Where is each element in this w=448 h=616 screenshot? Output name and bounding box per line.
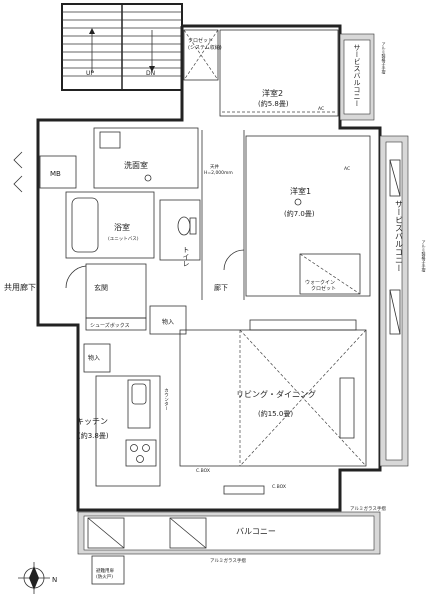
compass-north-label: N xyxy=(52,576,57,584)
ceiling-line2: H=2,000mm xyxy=(204,170,233,176)
room-western2: クロゼット (システム収納) 洋室2 (約5.8畳) xyxy=(183,29,339,117)
rail-glass-label-2: アルミガラス手摺 xyxy=(210,557,246,564)
balcony-label: バルコニー xyxy=(236,527,276,536)
ac-markers: AC AC xyxy=(318,106,350,172)
entrance-label: 玄関 xyxy=(94,283,108,292)
exterior-walls xyxy=(36,24,382,512)
closet-label-line1: クロゼット xyxy=(188,37,213,44)
compass: N xyxy=(18,562,57,594)
stairs-up-label: UP xyxy=(86,70,94,77)
western2-size: (約5.8畳) xyxy=(258,99,289,108)
walkin-line1: ウォークイン xyxy=(305,279,335,286)
stairwell: UP DN xyxy=(61,3,183,91)
emergency-line1: 避難用扉 xyxy=(96,567,114,574)
kitchen-size: (約3.8畳) xyxy=(78,431,109,440)
closet-label-line2: (システム収納) xyxy=(188,44,222,51)
kitchen-name: キッチン xyxy=(76,417,108,426)
washroom-label: 洗面室 xyxy=(124,160,148,170)
closet-label: クロゼット (システム収納) xyxy=(188,37,222,51)
shoebox-label: シューズボックス xyxy=(90,322,130,329)
storage: 物入 物入 xyxy=(83,305,187,373)
room-entrance: 玄関 シューズボックス xyxy=(65,263,147,331)
counter-label: カウンター xyxy=(164,388,169,411)
western1-name: 洋室1 xyxy=(290,186,311,196)
bath-label: 浴室 xyxy=(114,222,130,232)
hallway-label: 廊下 xyxy=(214,283,228,292)
cbox-label-2: C.BOX xyxy=(272,484,286,490)
rail-glass-label-1: アルミガラス手摺 xyxy=(350,505,386,512)
mb-label: MB xyxy=(50,170,61,178)
cbox-label-1: C.BOX xyxy=(196,468,210,474)
western2-name: 洋室2 xyxy=(262,88,283,98)
ac-label-1: AC xyxy=(318,106,324,112)
toilet-label: トイレ xyxy=(182,246,190,267)
corridor-label: 共用廊下 xyxy=(4,282,36,292)
ldk-label: リビング・ダイニング xyxy=(236,389,316,399)
walkin-line2: クロゼット xyxy=(311,285,336,292)
room-western1: 洋室1 (約7.0畳) ウォークイン クロゼット xyxy=(245,135,371,297)
western1-size: (約7.0畳) xyxy=(284,209,315,218)
ldk-size: (約15.0畳) xyxy=(258,409,293,418)
corridor-line1: 共用廊下 xyxy=(4,282,36,292)
walkin-label: ウォークイン クロゼット xyxy=(305,279,337,292)
bath-note: (ユニットバス) xyxy=(108,236,139,242)
storage1-label: 物入 xyxy=(162,318,174,326)
stairs-down-label: DN xyxy=(146,70,155,77)
emergency-line2: (防火戸) xyxy=(96,573,113,580)
rail-top-label: アルミ製格子手摺 xyxy=(382,42,387,75)
room-bath: 浴室 (ユニットバス) xyxy=(65,191,155,259)
room-kitchen: キッチン (約3.8畳) カウンター xyxy=(76,375,169,487)
storage2-label: 物入 xyxy=(88,354,100,362)
room-hallway: 廊下 xyxy=(201,130,245,300)
ceiling-line1: 天井 xyxy=(210,163,219,170)
mb-area: MB 共用廊下 xyxy=(4,151,77,292)
service-balcony-right-label: サービスバルコニー xyxy=(395,200,404,272)
service-balcony-top: サービスバルコニー アルミ製格子手摺 xyxy=(339,33,387,121)
main-balcony: バルコニー アルミガラス手摺 アルミガラス手摺 避難用扉(防火戸) xyxy=(77,505,386,585)
rail-right-label: アルミ製格子手摺 xyxy=(422,240,427,273)
ac-label-2: AC xyxy=(344,166,350,172)
room-toilet: トイレ xyxy=(159,199,201,267)
service-balcony-top-label: サービスバルコニー xyxy=(353,44,361,107)
emergency-door-label: 避難用扉(防火戸) xyxy=(96,567,114,580)
service-balcony-right: サービスバルコニー アルミ製格子手摺 xyxy=(379,135,427,467)
room-ldk: リビング・ダイニング (約15.0畳) C.BOX C.BOX xyxy=(179,319,367,495)
